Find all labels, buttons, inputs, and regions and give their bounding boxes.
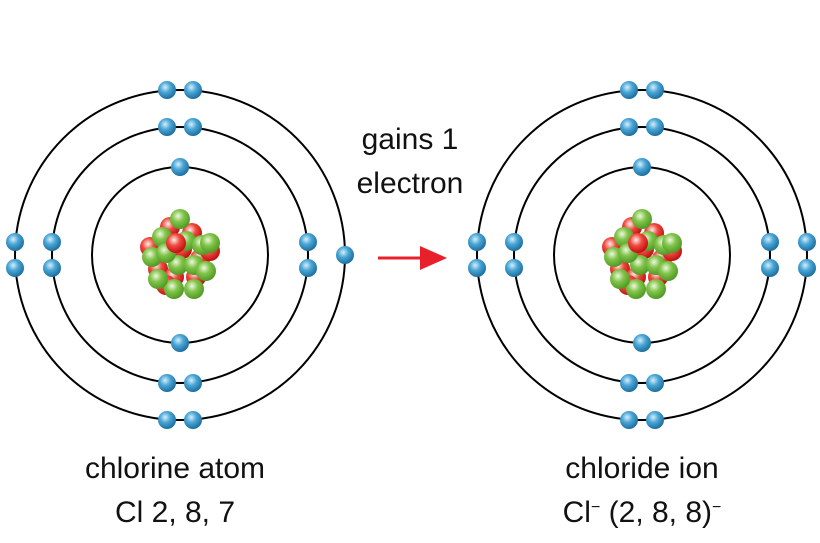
- neutron: [170, 209, 190, 229]
- electron: [468, 233, 486, 251]
- electron: [505, 259, 523, 277]
- atom-formula: Cl 2, 8, 7: [114, 496, 236, 529]
- electron: [184, 411, 202, 429]
- electron: [43, 233, 61, 251]
- neutron: [164, 279, 184, 299]
- electron: [620, 411, 638, 429]
- electron: [798, 233, 816, 251]
- electron: [6, 233, 24, 251]
- neutron: [610, 269, 630, 289]
- electron: [761, 233, 779, 251]
- neutron: [626, 279, 646, 299]
- ion-config-charge: −: [712, 499, 722, 516]
- electron: [299, 233, 317, 251]
- electron: [646, 411, 664, 429]
- electron: [158, 81, 176, 99]
- neutron: [184, 279, 204, 299]
- electron-shell-3: [476, 89, 808, 421]
- chloride-ion-model: [468, 81, 816, 429]
- electron: [646, 374, 664, 392]
- neutron: [658, 261, 678, 281]
- electron-shell-2: [513, 126, 771, 384]
- atom-label: chlorine atom: [84, 452, 266, 485]
- electron: [620, 81, 638, 99]
- electron: [184, 118, 202, 136]
- electron: [43, 259, 61, 277]
- electron: [158, 374, 176, 392]
- electron: [184, 81, 202, 99]
- electron: [184, 374, 202, 392]
- neutron: [662, 233, 682, 253]
- reaction-text: gains 1 electron: [260, 118, 560, 206]
- electron: [299, 259, 317, 277]
- neutron: [200, 233, 220, 253]
- ion-config: (2, 8, 8): [600, 496, 713, 529]
- electron: [468, 259, 486, 277]
- electron: [171, 334, 189, 352]
- electron: [646, 118, 664, 136]
- electron: [158, 411, 176, 429]
- neutron: [646, 279, 666, 299]
- electron: [171, 158, 189, 176]
- ion-charge: −: [590, 499, 601, 516]
- electron: [633, 158, 651, 176]
- nucleus: [602, 209, 682, 299]
- nucleus: [140, 209, 220, 299]
- proton: [628, 233, 648, 253]
- electron: [761, 259, 779, 277]
- electron: [336, 246, 354, 264]
- neutron: [632, 209, 652, 229]
- electron: [158, 118, 176, 136]
- ion-symbol: Cl: [562, 496, 591, 529]
- reaction-line-2: electron: [356, 167, 464, 200]
- electron: [620, 118, 638, 136]
- ion-formula: Cl− (2, 8, 8)−: [492, 498, 792, 528]
- electron: [620, 374, 638, 392]
- electron: [798, 259, 816, 277]
- neutron: [148, 269, 168, 289]
- electron: [646, 81, 664, 99]
- proton: [166, 233, 186, 253]
- electron-shell-2: [51, 126, 309, 384]
- electron: [6, 259, 24, 277]
- chlorine-atom-model: [6, 81, 354, 429]
- neutron: [196, 261, 216, 281]
- electron: [505, 233, 523, 251]
- electron: [633, 334, 651, 352]
- reaction-line-1: gains 1: [361, 123, 459, 156]
- ion-label: chloride ion: [565, 452, 719, 485]
